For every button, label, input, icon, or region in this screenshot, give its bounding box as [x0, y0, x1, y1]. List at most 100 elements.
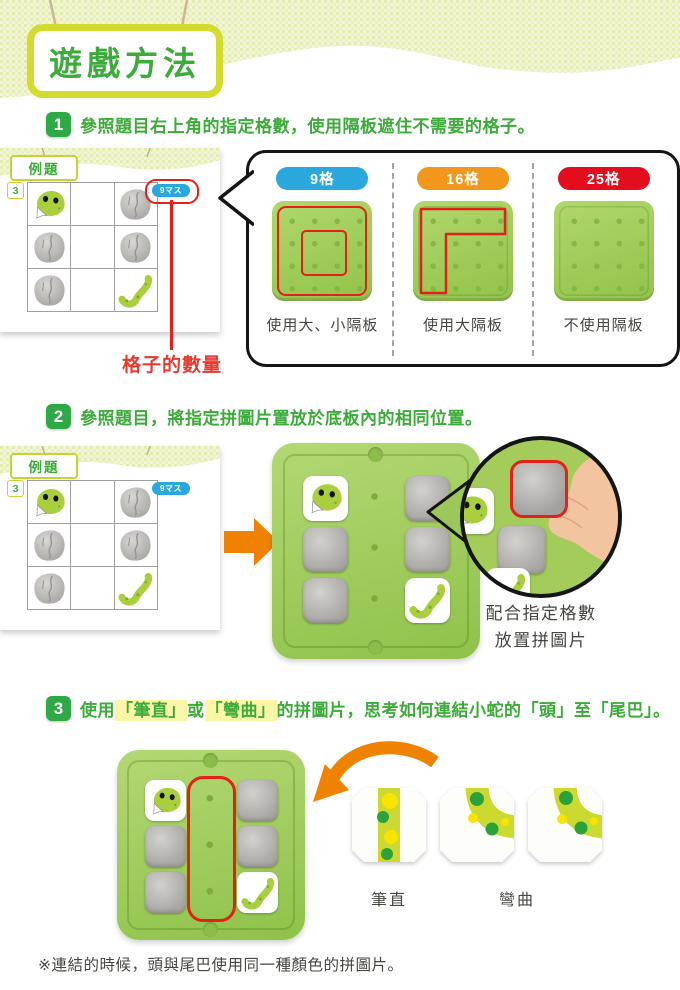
piece-straight — [352, 788, 426, 862]
tile-rock — [237, 780, 278, 821]
board-grid — [301, 474, 451, 626]
tile-rock — [498, 526, 546, 574]
option-25-cells: 25格 不使用隔板 — [532, 163, 673, 356]
step3-text-pre: 使用 — [80, 701, 115, 720]
game-board-step3 — [117, 750, 305, 940]
curved-arrow-icon — [313, 741, 439, 802]
mini-board-9 — [272, 201, 373, 301]
board-dots — [277, 206, 368, 296]
cell-rock — [28, 524, 71, 566]
cell-rock — [28, 567, 71, 609]
option-caption: 使用大隔板 — [423, 317, 504, 334]
cell-count-label: 格子的數量 — [122, 355, 223, 376]
mini-board-16 — [413, 201, 513, 301]
bubble-tail — [218, 169, 254, 227]
cell-rock — [28, 269, 71, 311]
option-caption: 不使用隔板 — [563, 317, 644, 334]
card-problem-number: 3 — [7, 182, 24, 199]
step2-instruction: 參照題目，將指定拼圖片置放於底板內的相同位置。 — [80, 409, 483, 428]
cell-empty — [71, 269, 114, 311]
caption-line1: 配合指定格數 — [485, 604, 597, 623]
tile-rock — [145, 872, 186, 913]
step2-number-badge: 2 — [46, 404, 71, 429]
cell-rock — [114, 226, 157, 268]
cell-empty — [71, 524, 114, 566]
card-header-label: 例題 — [10, 453, 78, 479]
tile-snake-head — [303, 476, 348, 521]
tile-rock — [303, 578, 348, 623]
cell-snake-head — [28, 481, 71, 523]
label-curved: 彎曲 — [498, 892, 535, 909]
board-grid — [143, 778, 279, 916]
step3-text-post: 的拼圖片，思考如何連結小蛇的「頭」至「尾巴」。 — [276, 701, 671, 720]
cell-rock — [114, 481, 157, 523]
cell-snake-head — [28, 183, 71, 225]
step3-number-badge: 3 — [46, 696, 71, 721]
magnifier-circle — [460, 436, 622, 598]
cell-empty — [71, 226, 114, 268]
cell-count-badge: 9マス — [152, 482, 190, 495]
mini-board-25 — [553, 201, 654, 301]
snake-head-icon — [36, 190, 65, 218]
label-straight: 筆直 — [370, 892, 407, 909]
arrow-right-icon — [224, 518, 279, 566]
step1-heading: 1 參照題目右上角的指定格數，使用隔板遮住不需要的格子。 — [46, 112, 535, 137]
footer-note: ※連結的時候，頭與尾巴使用同一種顏色的拼圖片。 — [38, 957, 404, 974]
cell-rock — [114, 524, 157, 566]
big-divider-L-outline — [419, 207, 507, 295]
board-notch-bottom — [368, 640, 383, 655]
pill-25-cells: 25格 — [557, 167, 650, 190]
step3-text-mid: 或 — [187, 701, 205, 720]
card-header-label: 例題 — [10, 155, 78, 181]
step1-number-badge: 1 — [46, 112, 71, 137]
option-16-cells: 16格 使用大隔板 — [391, 163, 533, 356]
path-highlight-outline — [187, 776, 236, 922]
cell-rock — [28, 226, 71, 268]
puzzle-grid — [27, 182, 158, 312]
page-title: 遊戲方法 — [27, 24, 223, 98]
cell-empty — [71, 567, 114, 609]
board-notch-top — [203, 753, 218, 768]
big-divider-outline — [277, 206, 368, 296]
cell-empty — [71, 481, 114, 523]
tile-rock-highlighted — [510, 460, 568, 518]
cell-empty — [71, 183, 114, 225]
tile-snake-tail — [237, 872, 278, 913]
board-dots — [418, 206, 508, 296]
card-problem-number: 3 — [7, 480, 24, 497]
step3-heading: 3 使用「筆直」或「彎曲」的拼圖片，思考如何連結小蛇的「頭」至「尾巴」。 — [46, 696, 671, 721]
tile-snake-tail — [405, 578, 450, 623]
board-notch-top — [368, 447, 383, 462]
option-9-cells: 9格 使用大、小隔板 — [253, 163, 392, 356]
step3-highlight-straight: 「筆直」 — [115, 700, 187, 721]
board-notch-bottom — [203, 922, 218, 937]
option-caption: 使用大、小隔板 — [266, 317, 379, 334]
tile-snake-head-partial — [464, 488, 494, 534]
cell-snake-tail — [114, 269, 157, 311]
tile-rock — [405, 527, 450, 572]
piece-curved-2 — [528, 788, 602, 862]
tile-snake-head — [145, 780, 186, 821]
cell-rock — [114, 183, 157, 225]
tile-rock — [145, 826, 186, 867]
tile-rock — [237, 826, 278, 867]
piece-curved-1 — [440, 788, 514, 862]
puzzle-grid — [27, 480, 158, 610]
small-divider-outline — [301, 230, 348, 276]
placement-caption: 配合指定格數 放置拼圖片 — [462, 600, 620, 654]
step3-instruction: 使用「筆直」或「彎曲」的拼圖片，思考如何連結小蛇的「頭」至「尾巴」。 — [80, 696, 671, 721]
caption-line2: 放置拼圖片 — [494, 631, 588, 651]
snake-tail-icon — [122, 278, 149, 303]
step3-highlight-curved: 「彎曲」 — [204, 700, 277, 721]
step1-instruction: 參照題目右上角的指定格數，使用隔板遮住不需要的格子。 — [80, 117, 535, 136]
example-card-step1: 例題 3 9マス — [0, 148, 220, 332]
cell-count-badge: 9マス — [152, 184, 190, 197]
game-board-step2 — [272, 443, 480, 659]
cell-snake-tail — [114, 567, 157, 609]
badge-highlight-ring — [145, 179, 199, 204]
tile-rock — [303, 527, 348, 572]
tile-snake-tail-partial — [486, 568, 530, 594]
pill-16-cells: 16格 — [417, 167, 509, 190]
size-options-callout: 9格 使用大、小隔板 16格 使用大隔板 25格 不使用隔板 — [246, 150, 680, 367]
